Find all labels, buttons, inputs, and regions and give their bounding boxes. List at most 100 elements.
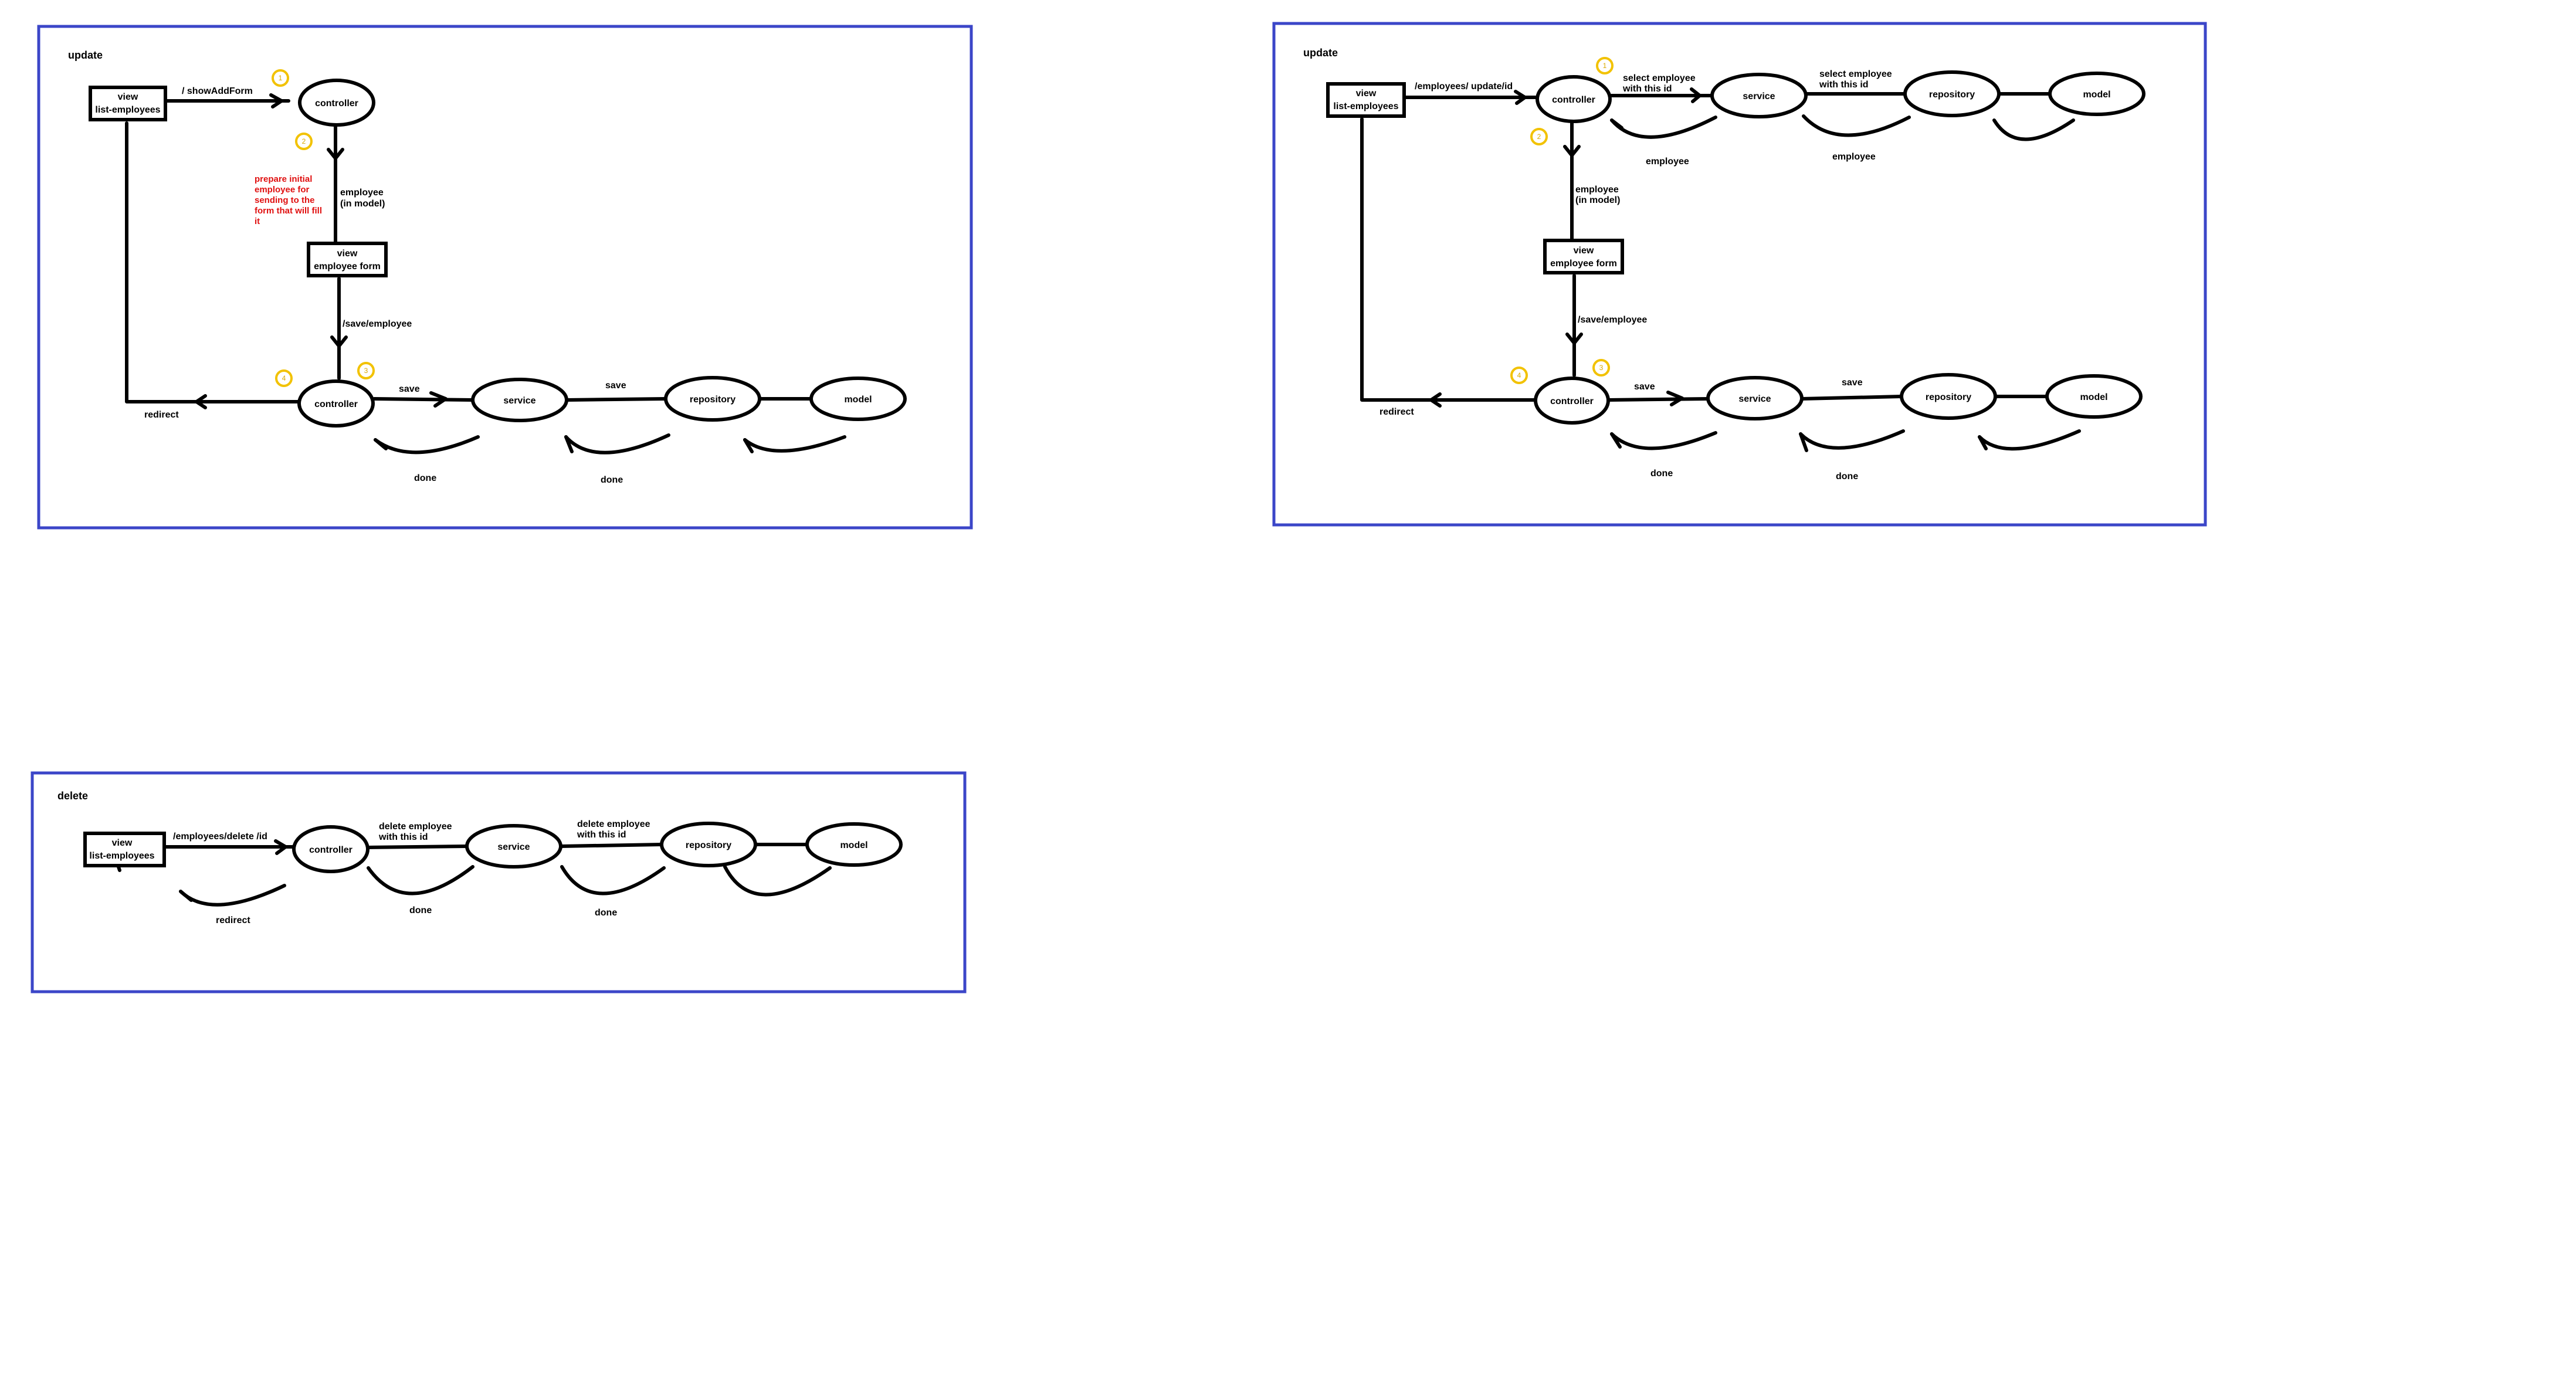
controller-top-label: controller: [315, 99, 358, 108]
panel-title: update: [1303, 47, 1338, 59]
label-delete-2-line-2: with this id: [577, 830, 626, 840]
badge-1-label: 1: [1603, 62, 1607, 70]
form-view-line-2: employee form: [1550, 259, 1617, 269]
model-node-top: model: [2048, 72, 2145, 116]
service-bottom-label: service: [1738, 394, 1771, 404]
label-done-2: done: [1836, 472, 1858, 481]
label-employee-model-1: employee: [1575, 185, 1619, 195]
service-node-bottom: service: [1706, 376, 1804, 420]
label-show-add-form: / showAddForm: [182, 86, 253, 96]
service-node: service: [465, 824, 562, 869]
employee-form-view: view employee form: [307, 242, 388, 277]
step-badge-3: 3: [1592, 359, 1610, 377]
label-select-1-line-1: select employee: [1623, 73, 1696, 83]
label-save-2: save: [1842, 378, 1863, 388]
controller-top: controller: [1536, 75, 1612, 123]
label-done-2: done: [601, 475, 623, 485]
badge-2-label: 2: [1537, 133, 1541, 141]
list-view-line-2: list-employees: [95, 105, 160, 115]
panel-title: delete: [57, 790, 88, 802]
model-node: model: [805, 822, 903, 867]
note-line-5: it: [255, 216, 260, 226]
label-save-2: save: [605, 381, 626, 391]
controller-label: controller: [309, 845, 352, 855]
list-view-line-2: list-employees: [1333, 101, 1398, 111]
step-badge-3: 3: [357, 362, 375, 379]
employee-form-view: view employee form: [1543, 239, 1624, 274]
repository-node-top: repository: [1903, 70, 2001, 117]
controller-node: controller: [292, 825, 370, 873]
form-view-line-1: view: [1574, 246, 1594, 256]
service-label: service: [503, 396, 535, 406]
list-employees-view: view list-employees: [1326, 82, 1406, 118]
connectors: [125, 93, 846, 455]
list-employees-view: view list-employees: [83, 832, 166, 867]
controller-bottom-label: controller: [1550, 396, 1594, 406]
step-badge-2: 2: [295, 133, 313, 150]
step-badge-1: 1: [272, 69, 289, 87]
note-line-2: employee for: [255, 185, 310, 195]
label-delete-1-line-2: with this id: [378, 832, 428, 842]
red-note: prepare initial employee for sending to …: [255, 174, 322, 226]
label-redirect: redirect: [1379, 407, 1414, 417]
label-save-1: save: [399, 384, 420, 394]
model-node-bottom: model: [2045, 374, 2143, 419]
form-view-line-1: view: [337, 249, 358, 259]
model-label: model: [844, 395, 872, 405]
label-select-1-line-2: with this id: [1622, 84, 1672, 94]
controller-top: controller: [298, 79, 375, 127]
panel-update-add: update view list-empl: [37, 25, 973, 530]
connectors: [116, 839, 832, 907]
label-save-1: save: [1634, 382, 1655, 392]
label-redirect: redirect: [144, 410, 179, 420]
label-delete-1-line-1: delete employee: [379, 822, 452, 832]
label-employee-1: employee: [340, 188, 384, 198]
label-select-2-line-2: with this id: [1819, 80, 1869, 90]
panel-delete: delete view list-employees controller: [30, 771, 967, 993]
model-node: model: [809, 377, 907, 421]
label-done-2: done: [595, 908, 617, 918]
step-badge-4: 4: [1510, 367, 1528, 384]
badge-4-label: 4: [282, 374, 286, 382]
label-save-employee: /save/employee: [1578, 315, 1647, 325]
model-top-label: model: [2083, 90, 2110, 100]
controller-bottom: controller: [297, 379, 375, 428]
label-done-1: done: [1650, 469, 1673, 479]
panel-frame: [30, 771, 967, 993]
repository-label: repository: [686, 840, 731, 850]
form-view-line-2: employee form: [314, 262, 381, 272]
label-employee-return-1: employee: [1646, 157, 1689, 167]
label-employee-return-2: employee: [1832, 152, 1876, 162]
repository-node-bottom: repository: [1900, 373, 1997, 420]
list-view-line-1: view: [118, 92, 138, 102]
step-badge-4: 4: [275, 369, 293, 387]
badge-4-label: 4: [1517, 371, 1521, 379]
badge-3-label: 3: [1599, 364, 1604, 372]
badge-3-label: 3: [364, 367, 368, 375]
note-line-1: prepare initial: [255, 174, 312, 184]
service-top-label: service: [1743, 91, 1775, 101]
repository-label: repository: [690, 395, 735, 405]
label-done-1: done: [409, 905, 432, 915]
repository-bottom-label: repository: [1926, 392, 1971, 402]
note-line-3: sending to the: [255, 195, 315, 205]
list-employees-view: view list-employees: [89, 86, 167, 121]
note-line-4: form that will fill: [255, 206, 322, 216]
panel-frame: [37, 25, 973, 530]
label-employee-model-2: (in model): [1575, 195, 1620, 205]
panel-frame: [1272, 22, 2207, 527]
controller-top-label: controller: [1552, 95, 1595, 105]
step-badge-2: 2: [1530, 128, 1548, 145]
label-redirect: redirect: [216, 915, 250, 925]
badge-1-label: 1: [279, 74, 283, 82]
model-label: model: [840, 840, 867, 850]
label-save-employee: /save/employee: [343, 319, 412, 329]
label-delete-2-line-1: delete employee: [577, 819, 650, 829]
badge-2-label: 2: [302, 137, 306, 145]
panel-title: update: [68, 49, 103, 61]
list-view-line-1: view: [112, 838, 133, 848]
controller-bottom: controller: [1534, 377, 1610, 425]
label-done-1: done: [414, 473, 436, 483]
service-node-top: service: [1710, 73, 1808, 118]
